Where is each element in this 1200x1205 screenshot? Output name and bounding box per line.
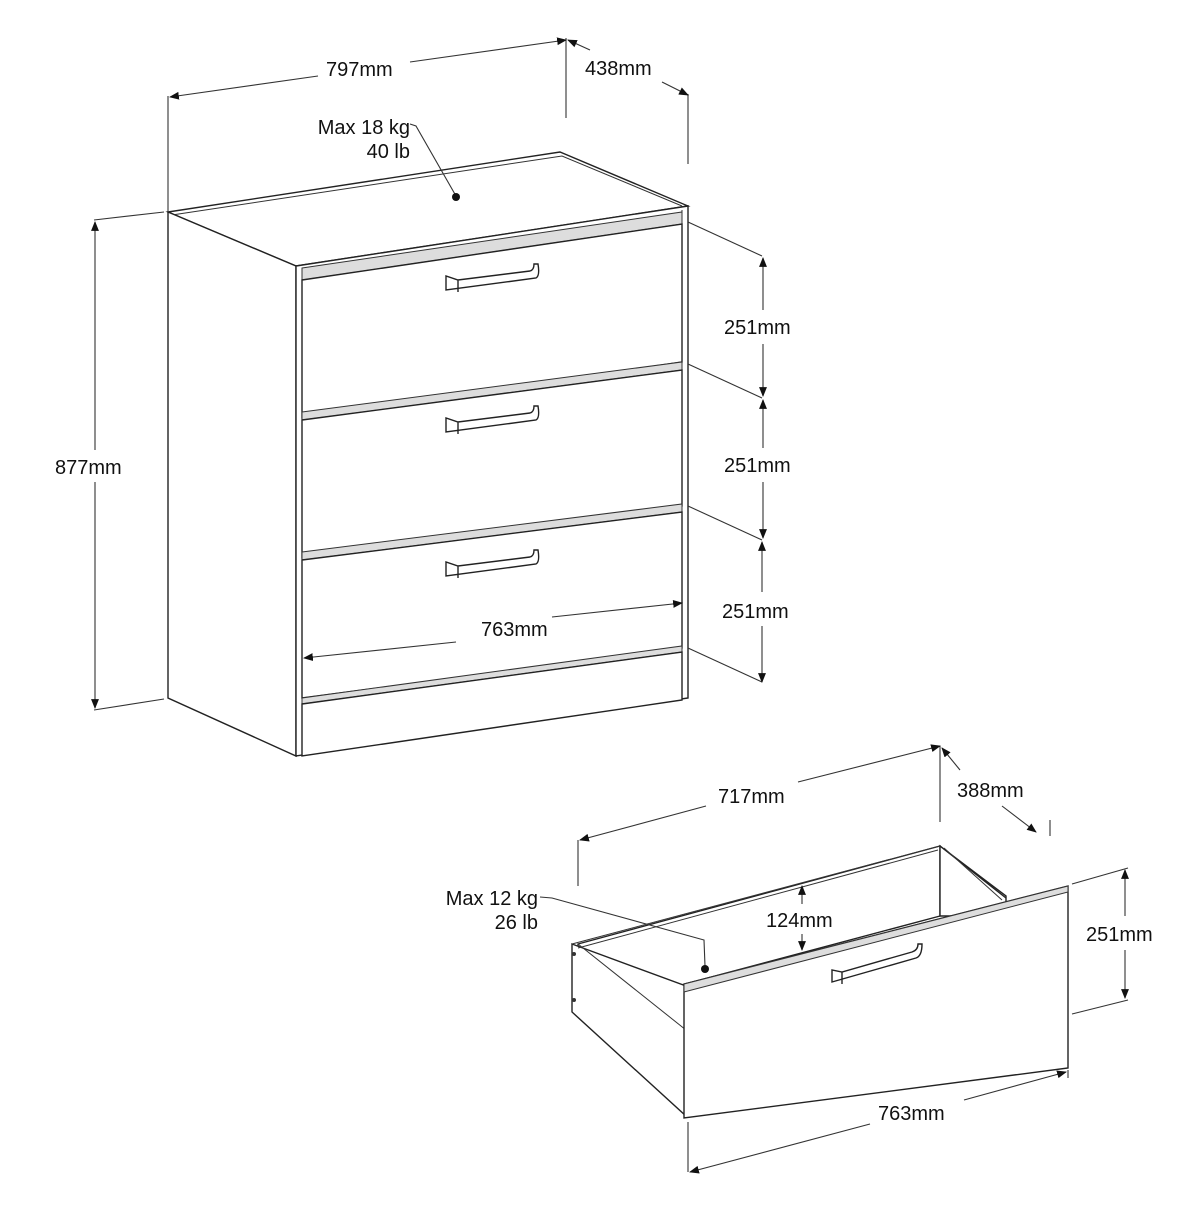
drawer-load-lb: 26 lb	[495, 912, 538, 934]
chest-drawing: 797mm 438mm Max 18 kg 40 lb 877mm 251mm …	[55, 37, 791, 758]
drawer-load-kg: Max 12 kg	[446, 888, 538, 910]
drawer-drawing: 717mm 388mm 124mm Max 12 kg 26 lb 251mm …	[446, 744, 1153, 1174]
drawer-front-height-label: 251mm	[1086, 924, 1153, 946]
drawer-2-height-label: 251mm	[724, 455, 791, 477]
top-load-lb: 40 lb	[367, 141, 410, 163]
drawer-front-width-label: 763mm	[878, 1103, 945, 1125]
drawer-handle-2	[445, 405, 540, 434]
chest-side-panel	[167, 210, 297, 758]
top-load-kg: Max 18 kg	[318, 117, 410, 139]
drawer-handle-1	[445, 263, 540, 292]
chest-inner-width-label: 763mm	[481, 619, 548, 641]
drawer-3-height-label: 251mm	[722, 601, 789, 623]
load-point-dot	[452, 193, 460, 201]
plinth	[301, 651, 683, 757]
chest-height-label: 877mm	[55, 457, 122, 479]
chest-depth-label: 438mm	[585, 58, 652, 80]
drawer-handle-3	[445, 549, 540, 578]
chest-width-label: 797mm	[326, 59, 393, 81]
drawer-1-height-label: 251mm	[724, 317, 791, 339]
drawer-inner-width-label: 717mm	[718, 786, 785, 808]
drawer-inner-depth-label: 388mm	[957, 780, 1024, 802]
drawer-inner-height-label: 124mm	[766, 910, 833, 932]
drawer-handle	[831, 943, 923, 984]
drawer-load-point-dot	[701, 965, 709, 973]
